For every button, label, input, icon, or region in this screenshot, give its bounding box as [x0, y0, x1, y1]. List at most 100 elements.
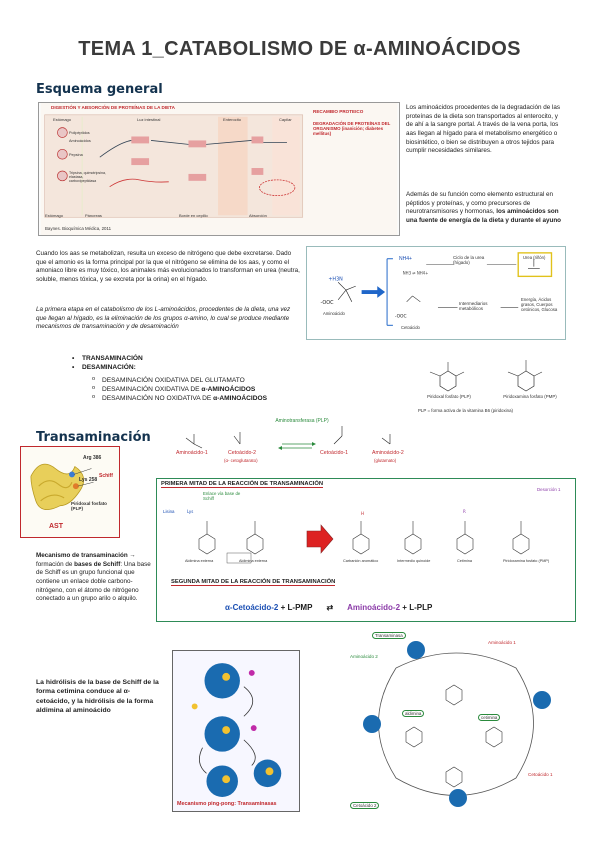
cycle-aa2: Aminoácido 2: [350, 654, 378, 659]
plp-label: Piridoxal fosfato (PLP): [427, 394, 471, 399]
equilibrium-arrow-icon: ⇄: [326, 603, 334, 612]
ast-protein-figure: Arg 386 Lys 258 Schiff Piridoxal fosfato…: [20, 446, 120, 538]
nitrogen-paragraph: Cuando los aas se metabolizan, resulta u…: [36, 250, 300, 284]
bullet-item: DESAMINACIÓN:: [72, 363, 143, 372]
plp-protein-label: Piridoxal fosfato (PLP): [71, 501, 107, 511]
cycle-ceto1: Cetoácido 1: [528, 772, 553, 777]
enzyme-label: Aminotransferasa (PLP): [275, 418, 329, 424]
half2-equation: α-Cetoácido-2 + L-PMP ⇄ Aminoácido-2 + L…: [225, 603, 432, 612]
half2-plp: L-PLP: [409, 603, 433, 612]
fig-credit: Baynes. Bioquímica Médica, 2011: [45, 226, 112, 231]
ast-label: AST: [49, 523, 63, 530]
fig-bottom-label: Absorción: [249, 213, 267, 218]
pingpong-drawing: [191, 663, 282, 797]
half1-label: Enlace vía base de Schiff: [203, 491, 241, 501]
keto1-label: Cetoácido-1: [320, 450, 348, 456]
keto2-label: Cetoácido-2: [228, 450, 256, 456]
half2-pmp: L-PMP: [287, 603, 313, 612]
cycle-cetimina: cetimina: [478, 714, 501, 721]
intermediates-label: Intermediarios metabólicos: [459, 301, 488, 311]
amino-fate-diagram: +H3N -OOC NH3 ⇌ NH4+ -OOC: [321, 252, 553, 326]
svg-text:H: H: [361, 511, 364, 516]
plp-pmp-figure: Piridoxal fosfato (PLP) Piridoxamina fos…: [418, 350, 568, 416]
fig-col-label: Capilar: [279, 117, 292, 122]
fig-side1: RECAMBIO PROTEICO: [313, 109, 364, 114]
intro-paragraph: Los aminoácidos procedentes de la degrad…: [406, 104, 561, 155]
fig-bottom-label: Páncreas: [85, 213, 102, 218]
half1-label: Cetimina: [457, 559, 472, 563]
pingpong-figure: Mecanismo ping-pong: Transaminasas: [172, 650, 300, 812]
arg-label: Arg 386: [83, 455, 102, 461]
pmp-label: Piridoxamina fosfato (PMP): [503, 394, 557, 399]
urea-cycle-label: Ciclo de la urea (hígado): [453, 255, 485, 265]
function-paragraph: Además de su función como elemento estru…: [406, 191, 562, 225]
aa2-label: Aminoácido-2: [372, 450, 404, 456]
fig-side-label: Tripsina, quimotripsina, elastasa, carbo…: [69, 171, 107, 183]
aa1-label: Aminoácido-1: [176, 450, 208, 456]
half2-aa2: Aminoácido-2: [347, 603, 401, 612]
cetoacid-label: Cetoácido: [401, 325, 420, 330]
digestion-diagram: [40, 103, 398, 235]
aminoacid-label: Aminoácido: [323, 311, 345, 316]
transamination-halves-box: PRIMERA MITAD DE LA REACCIÓN DE TRANSAMI…: [156, 478, 576, 622]
sub-bullet-item: DESAMINACIÓN OXIDATIVA DE α-AMINOÁCIDOS: [92, 385, 267, 394]
sub-bullet-item: DESAMINACIÓN NO OXIDATIVA DE α-AMINOÁCID…: [92, 394, 267, 403]
section-heading-esquema: Esquema general: [36, 82, 163, 97]
cycle-transaminasa: Transaminasa: [372, 632, 406, 639]
svg-text:+H3N: +H3N: [328, 276, 343, 282]
plp-caption: PLP = forma activa de la vitamina B6 (pi…: [418, 408, 513, 413]
half2-plus: +: [280, 603, 286, 612]
plp-pmp-structures: [429, 360, 543, 392]
half2-keto2: α-Cetoácido-2: [225, 603, 279, 612]
half1-label: Lisina: [163, 509, 175, 514]
sub-bullet-list: DESAMINACIÓN OXIDATIVA DEL GLUTAMATO DES…: [92, 376, 267, 404]
transamination-reaction-drawing: [185, 426, 391, 450]
amino-fate-scheme: +H3N -OOC NH3 ⇌ NH4+ -OOC NH4+ Ciclo de …: [306, 246, 566, 340]
aa2-note: (glutamato): [374, 458, 397, 463]
first-stage-paragraph: La primera etapa en el catabolismo de lo…: [36, 306, 291, 331]
nh4-label: NH4+: [399, 256, 412, 262]
svg-text:Lys: Lys: [187, 509, 193, 514]
ast-protein-drawing: [30, 463, 94, 510]
half1-label: Carbanión aromático: [343, 559, 379, 563]
transamination-reaction: Aminotransferasa (PLP) Aminoácido-1 Ceto…: [172, 418, 422, 474]
section-heading-transaminacion: Transaminación: [36, 430, 151, 445]
energy-label: Energía, Ácidos grasos, Cuerpos cetónico…: [521, 297, 558, 312]
half1-label: Piridoxamina fosfato (PMP): [503, 559, 550, 563]
half1-label: Aldimina externa: [185, 559, 214, 563]
fig-col-label: Enterocito: [223, 117, 242, 122]
half1-title: PRIMERA MITAD DE LA REACCIÓN DE TRANSAMI…: [161, 481, 324, 488]
half1-mechanism-drawing: Lys H R: [187, 509, 530, 564]
lys-label: Lys 258: [79, 477, 98, 483]
cycle-aa1: Aminoácido 1: [488, 640, 516, 645]
hydrolysis-paragraph: La hidrólisis de la base de Schiff de la…: [36, 679, 159, 715]
keto2-note: (α- cetoglutarato): [224, 458, 258, 463]
schiff-label: Schiff: [99, 473, 113, 479]
fig-bottom-label: Estómago: [45, 213, 64, 218]
bullet-list: TRANSAMINACIÓN DESAMINACIÓN:: [72, 354, 143, 373]
svg-text:-OOC: -OOC: [321, 300, 335, 306]
desorption-label: Desorción 1: [537, 487, 561, 492]
sub-bullet-item: DESAMINACIÓN OXIDATIVA DEL GLUTAMATO: [92, 376, 267, 385]
mechanism-paragraph: Mecanismo de transaminación → formación …: [36, 552, 151, 603]
fig-col-label: Estómago: [53, 117, 72, 122]
transaminase-cycle-drawing: [363, 641, 551, 807]
fig-header: DIGESTIÓN Y ABSORCIÓN DE PROTEÍNAS DE LA…: [51, 105, 175, 110]
page-title: TEMA 1_CATABOLISMO DE α-AMINOÁCIDOS: [78, 38, 521, 60]
transaminase-cycle-figure: Transaminasa Aminoácido 1 Aminoácido 2 a…: [346, 628, 568, 814]
pingpong-caption: Mecanismo ping-pong: Transaminasas: [177, 801, 277, 807]
bullet-item: TRANSAMINACIÓN: [72, 354, 143, 363]
fig-side2: DEGRADACIÓN DE PROTEÍNAS DEL ORGANISMO (…: [313, 121, 391, 136]
half1-label: Aldimina externa: [239, 559, 268, 563]
svg-text:-OOC: -OOC: [395, 313, 407, 319]
urea-label: Urea (riñón): [523, 255, 546, 260]
svg-text:NH3 ⇌ NH4+: NH3 ⇌ NH4+: [403, 270, 429, 275]
fig-bottom-label: Borde en cepillo: [179, 213, 208, 218]
fig-col-label: Luz intestinal: [137, 117, 161, 122]
cycle-aldimina: aldimina: [402, 710, 425, 717]
half2-plus: +: [402, 603, 407, 612]
fig-side-label: Aminoácidos: [69, 139, 91, 143]
cycle-ceto2: Cetoácido 2: [350, 802, 380, 809]
half2-title: SEGUNDA MITAD DE LA REACCIÓN DE TRANSAMI…: [171, 579, 336, 586]
fig-side-label: Polipéptidos: [69, 131, 90, 135]
